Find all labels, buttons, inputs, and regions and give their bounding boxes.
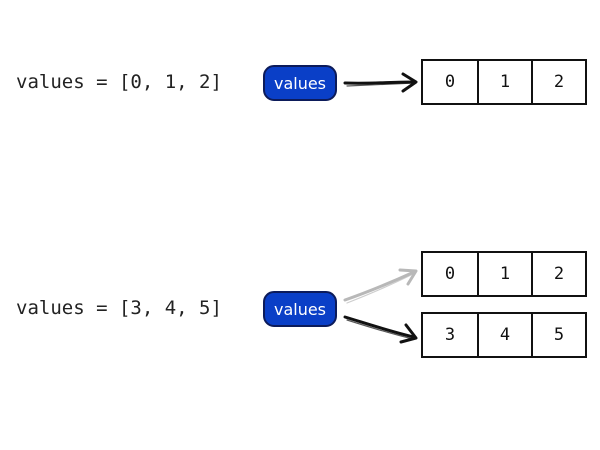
array-cell: 0 [444, 72, 456, 92]
array-cell: 5 [531, 314, 585, 356]
array-cell: 2 [531, 61, 585, 103]
variable-label: values [273, 73, 327, 93]
code-statement-first: values = [0, 1, 2] [16, 71, 222, 93]
array-cell: 1 [477, 253, 531, 295]
array-0-1-2-first: 0 1 2 [421, 59, 587, 105]
array-cell: 3 [444, 325, 456, 345]
array-cell: 1 [477, 61, 531, 103]
reference-arrow-current-bottom [343, 315, 418, 344]
variable-label: values [273, 299, 327, 319]
code-statement-second: values = [3, 4, 5] [16, 297, 222, 319]
array-3-4-5-current: 3 4 5 [421, 312, 587, 358]
variable-box-values-first: values [263, 65, 337, 101]
reference-arrow-current-top [343, 72, 418, 93]
array-cell: 0 [444, 264, 456, 284]
reference-arrow-stale [343, 268, 418, 304]
array-cell: 4 [477, 314, 531, 356]
variable-box-values-second: values [263, 291, 337, 327]
array-cell: 2 [531, 253, 585, 295]
array-0-1-2-stale: 0 1 2 [421, 251, 587, 297]
